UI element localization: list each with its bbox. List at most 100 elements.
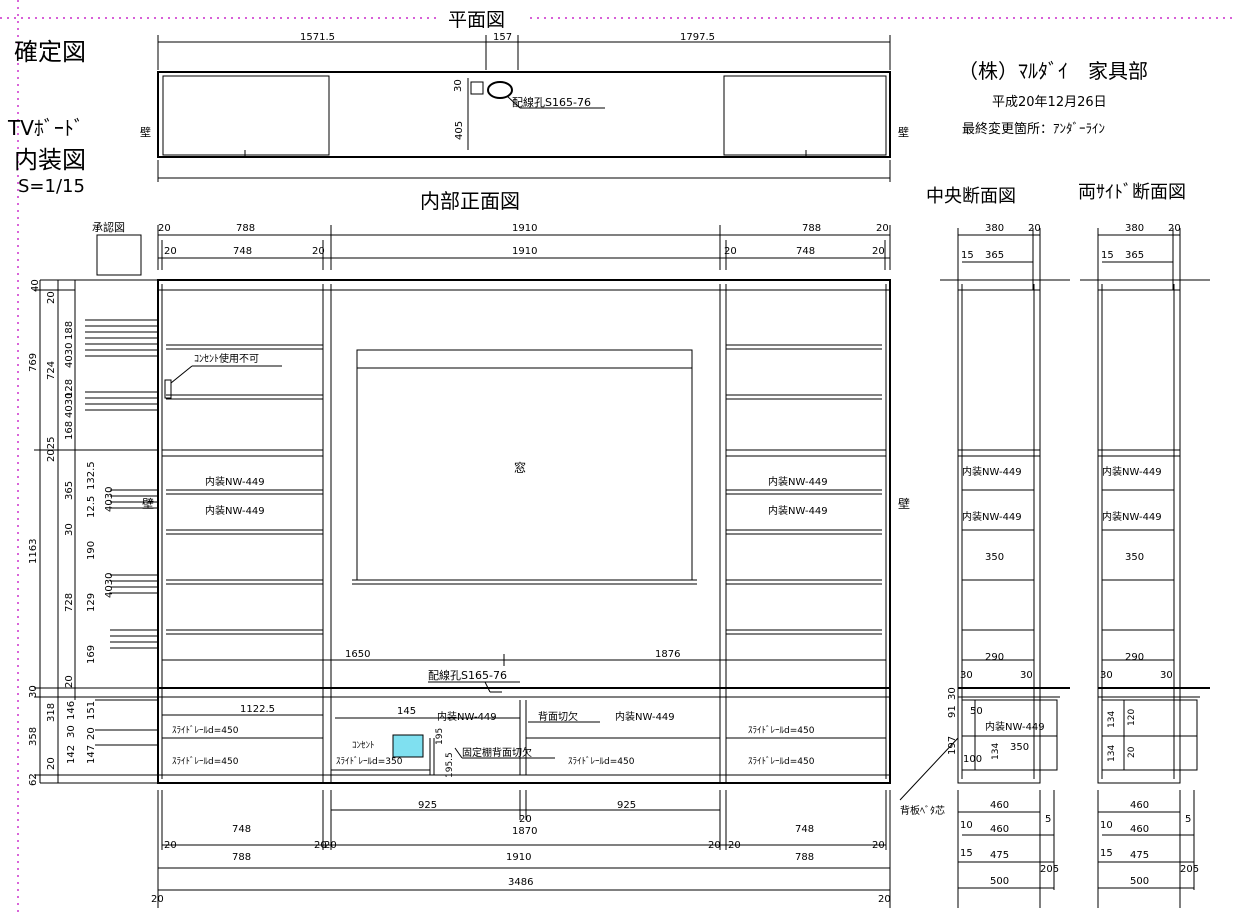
ss-30a: 30 <box>1100 670 1113 681</box>
ss-15: 15 <box>1101 250 1114 261</box>
ld-20c: 20 <box>86 727 97 740</box>
cs-5: 5 <box>1045 814 1051 825</box>
ld-4030a: 4030 <box>64 343 75 368</box>
plan-wall-left: 壁 <box>140 125 151 139</box>
naisou-title: 内装図 <box>14 146 86 174</box>
ld-40: 40 <box>30 279 41 292</box>
total-dim: 3486 <box>508 877 533 888</box>
dim-1955: 195.5 <box>445 752 455 778</box>
cs-naisou-2: 内装NW-449 <box>962 510 1022 523</box>
naisou-label-6: 内装NW-449 <box>615 710 675 723</box>
bottom3-7: 788 <box>795 852 814 863</box>
cs-20: 20 <box>1028 223 1041 234</box>
ss-5: 5 <box>1185 814 1191 825</box>
slide-label-1: ｽﾗｲﾄﾞﾚｰﾙd=450 <box>172 725 239 736</box>
ld-125: 12.5 <box>86 496 97 518</box>
bottom3-0: 20 <box>164 840 177 851</box>
plan-wiring-label: 配線孔S165-76 <box>512 95 591 109</box>
approval-label: 承認図 <box>92 220 125 234</box>
bottom2-0: 748 <box>232 824 251 835</box>
center-section-title: 中央断面図 <box>926 186 1016 207</box>
slide-label-4: ｽﾗｲﾄﾞﾚｰﾙd=450 <box>568 756 635 767</box>
dim-195: 195 <box>435 728 445 745</box>
plan-side-dim: 30 <box>453 79 464 92</box>
naisou-label-1: 内装NW-449 <box>205 475 265 488</box>
front-top1-0: 20 <box>158 223 171 234</box>
sokoita-label: 背板ﾍﾞﾀ芯 <box>900 804 945 817</box>
window-label: 窓 <box>514 460 526 475</box>
cs-380: 380 <box>985 223 1004 234</box>
cs-30c: 30 <box>947 687 958 700</box>
front-top2-3: 1910 <box>512 246 537 257</box>
bottom-925-b: 925 <box>617 800 636 811</box>
front-top2-4: 20 <box>724 246 737 257</box>
front-wall-right: 壁 <box>898 496 910 511</box>
front-top1-1: 788 <box>236 223 255 234</box>
ld-4030d: 4030 <box>104 573 115 598</box>
ss-380: 380 <box>1125 223 1144 234</box>
ld-2025: 2025 <box>46 437 57 462</box>
dim-1122: 1122.5 <box>240 704 275 715</box>
front-top2-6: 20 <box>872 246 885 257</box>
cs-365: 365 <box>985 250 1004 261</box>
bottom-1870: 1870 <box>512 826 537 837</box>
bottom-925-a: 925 <box>418 800 437 811</box>
plan-depth-dim: 405 <box>454 121 465 140</box>
slide-label-3: ｽﾗｲﾄﾞﾚｰﾙd=350 <box>336 756 403 767</box>
approval-box <box>96 234 142 276</box>
plan-wall-right: 壁 <box>898 125 909 139</box>
center-section: 380 20 15 365 内装NW-449 内装NW-449 350 290 … <box>940 223 1070 908</box>
total-right-20: 20 <box>878 894 891 905</box>
slide-label-6: ｽﾗｲﾄﾞﾚｰﾙd=450 <box>748 756 815 767</box>
haimen-label: 背面切欠 <box>538 710 578 723</box>
ld-1163: 1163 <box>28 539 39 564</box>
slide-label-2: ｽﾗｲﾄﾞﾚｰﾙd=450 <box>172 756 239 767</box>
ld-20b: 20 <box>64 675 75 688</box>
ld-1325: 132.5 <box>86 461 97 490</box>
ld-358: 358 <box>28 727 39 746</box>
ss-20: 20 <box>1168 223 1181 234</box>
ss-460a: 460 <box>1130 800 1149 811</box>
left-height-dims: 40 20 188 4030 724 769 128 4030 168 2025… <box>28 279 158 786</box>
cs-205: 205 <box>1040 864 1059 875</box>
cs-50: 50 <box>970 706 983 717</box>
bottom2-3: 748 <box>795 824 814 835</box>
naisou-label-3: 内装NW-449 <box>768 475 828 488</box>
kakutei-title: 確定図 <box>14 38 86 66</box>
concent-label: ｺﾝｾﾝﾄ <box>352 740 375 751</box>
bottom3-2: 20 <box>324 840 337 851</box>
plan-view: 1571.5 157 1797.5 配線孔S165-76 30 405 壁 壁 <box>140 32 909 182</box>
bottom3-1: 788 <box>232 852 251 863</box>
front-top2-2: 20 <box>312 246 325 257</box>
kotei-label: 固定棚背面切欠 <box>462 746 532 759</box>
ss-naisou-2: 内装NW-449 <box>1102 510 1162 523</box>
front-view: 20 788 1910 788 20 20 748 20 1910 20 748… <box>40 223 959 908</box>
ld-728: 728 <box>64 593 75 612</box>
cs-30b: 30 <box>1020 670 1033 681</box>
ld-4030b: 4030 <box>64 393 75 418</box>
ld-169: 169 <box>86 645 97 664</box>
cs-460b: 460 <box>990 824 1009 835</box>
ss-30b: 30 <box>1160 670 1173 681</box>
ss-475: 475 <box>1130 850 1149 861</box>
front-top1-2: 1910 <box>512 223 537 234</box>
ss-500: 500 <box>1130 876 1149 887</box>
plan-dim-3: 1797.5 <box>680 32 715 43</box>
scale-label: S=1/15 <box>18 176 85 197</box>
side-section: 380 20 15 365 内装NW-449 内装NW-449 350 290 … <box>1080 223 1210 908</box>
ld-30c: 30 <box>66 725 77 738</box>
company-name: （株）ﾏﾙﾀﾞｲ 家具部 <box>958 59 1148 83</box>
ss-naisou-1: 内装NW-449 <box>1102 465 1162 478</box>
ss-120: 120 <box>1127 709 1137 726</box>
total-left-20: 20 <box>151 894 164 905</box>
ld-129: 129 <box>86 593 97 612</box>
front-top2-1: 748 <box>233 246 252 257</box>
ld-62: 62 <box>28 773 39 786</box>
bottom-20-mid: 20 <box>519 814 532 825</box>
front-wiring-label: 配線孔S165-76 <box>428 668 507 682</box>
ss-290: 290 <box>1125 652 1144 663</box>
ss-134a: 134 <box>1107 711 1117 728</box>
cs-460a: 460 <box>990 800 1009 811</box>
front-top2-5: 748 <box>796 246 815 257</box>
